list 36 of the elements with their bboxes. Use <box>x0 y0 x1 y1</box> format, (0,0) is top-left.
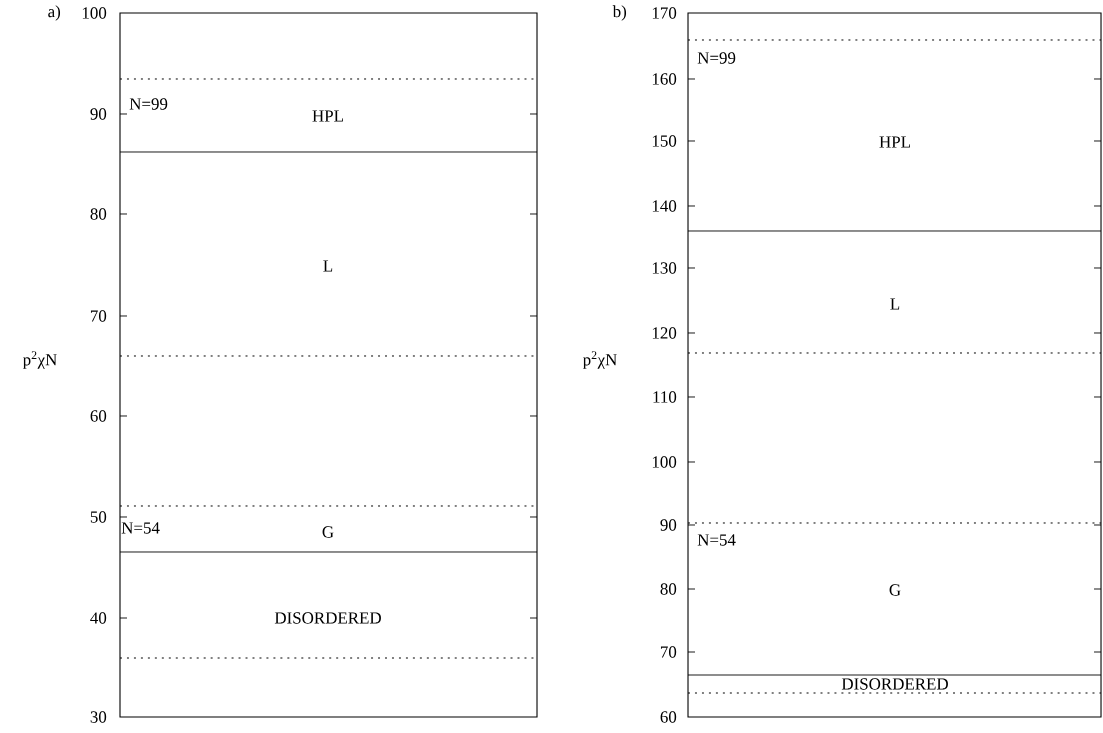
tick-label: 120 <box>652 327 677 339</box>
tick-label: 80 <box>660 583 677 595</box>
tick-label: 90 <box>90 108 107 120</box>
tick-label: 90 <box>660 519 677 531</box>
annotation-text: N=54 <box>697 534 736 546</box>
region-label: DISORDERED <box>840 677 950 691</box>
tick-label: 40 <box>90 612 107 624</box>
tick-label: 160 <box>652 73 677 85</box>
tick-label: 100 <box>82 7 107 19</box>
tick-label: 70 <box>91 310 107 322</box>
tick-label: 140 <box>652 200 677 212</box>
tick-label: 150 <box>652 135 677 147</box>
tick-label: 60 <box>90 410 107 422</box>
region-label: L <box>323 260 333 272</box>
panel-label: a) <box>48 5 61 21</box>
region-label: DISORDERED <box>274 612 381 624</box>
tick-label: 170 <box>652 7 677 19</box>
region-label: HPL <box>312 110 343 122</box>
region-label: HPL <box>879 136 910 148</box>
region-label: G <box>322 526 334 538</box>
axis-label: p$^{2}$χN <box>22 351 57 369</box>
tick-label: 130 <box>652 262 677 274</box>
region-label: L <box>890 298 900 310</box>
axis-label: p$^{2}$χN <box>582 351 617 369</box>
annotation-text: N=99 <box>129 98 168 110</box>
tick-label: 50 <box>90 511 107 523</box>
tick-label: 80 <box>90 208 107 220</box>
tick-label: 100 <box>652 456 677 468</box>
region-label: G <box>889 584 901 596</box>
panel-label: b) <box>612 5 627 21</box>
tick-label: 30 <box>90 711 107 723</box>
tick-label: 60 <box>660 711 677 723</box>
annotation-text: N=54 <box>121 522 160 534</box>
annotation-text: N=99 <box>697 52 736 64</box>
tick-label: 110 <box>653 391 677 403</box>
tick-label: 70 <box>661 646 677 658</box>
